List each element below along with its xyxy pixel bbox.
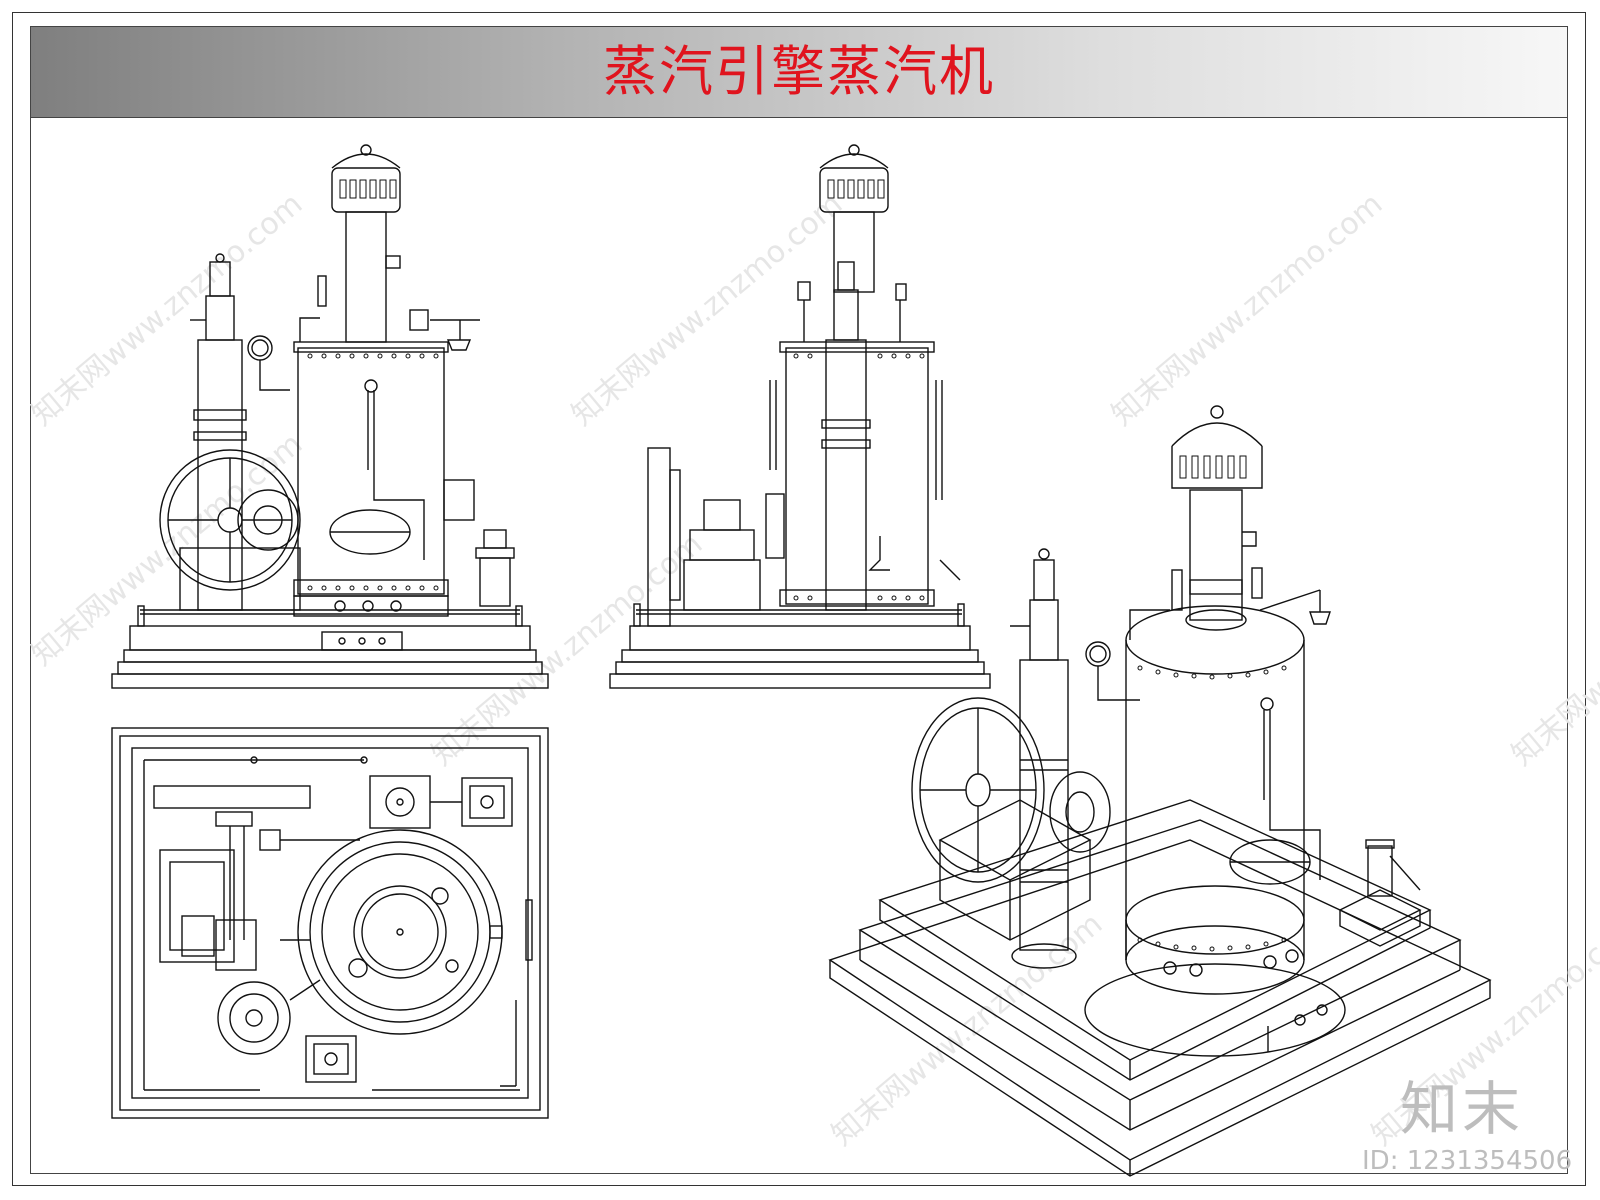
isometric-view <box>828 405 1492 1177</box>
image-id-label: ID: 1231354506 <box>1362 1146 1573 1176</box>
inner-frame <box>30 26 1568 1174</box>
side-elevation-view <box>609 144 991 689</box>
title-bar: 蒸汽引擎蒸汽机 <box>31 27 1567 118</box>
brand-logo: 知末 <box>1400 1075 1525 1143</box>
front-elevation-view <box>111 144 549 689</box>
page-title: 蒸汽引擎蒸汽机 <box>603 40 995 103</box>
outer-frame <box>12 12 1586 1186</box>
plan-view <box>111 727 549 1119</box>
